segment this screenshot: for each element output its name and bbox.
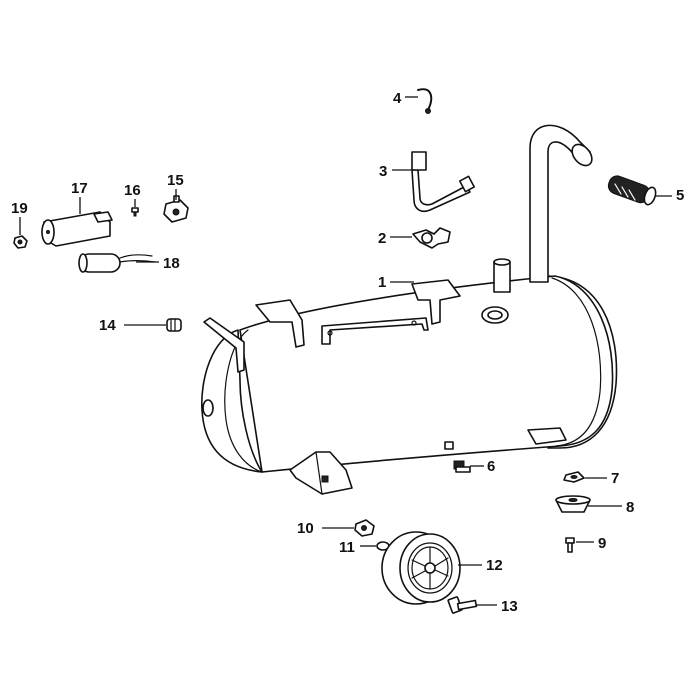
handle-grip [607,175,657,206]
wheel-nut [354,519,375,537]
svg-text:19: 19 [11,200,28,217]
callout-1: 1 [378,274,414,291]
svg-text:2: 2 [378,230,386,247]
callout-6: 6 [470,458,495,475]
unloader-tube [417,88,433,114]
handle-tube [529,124,593,283]
callout-11: 11 [339,539,376,556]
svg-text:13: 13 [501,598,518,615]
screw [131,207,139,217]
bolt [565,537,575,553]
start-capacitor [78,253,156,273]
plug [166,318,182,332]
svg-text:6: 6 [487,458,495,475]
callout-2: 2 [378,230,412,247]
tank-mounting-bracket [255,279,461,348]
nut [563,471,585,483]
svg-text:10: 10 [297,520,314,537]
callout-10: 10 [297,520,354,537]
wheel [381,531,461,605]
svg-text:1: 1 [378,274,386,291]
callout-3: 3 [379,163,414,180]
svg-text:9: 9 [598,535,606,552]
svg-text:18: 18 [163,255,180,272]
callout-4: 4 [393,90,418,107]
svg-text:12: 12 [486,557,503,574]
cable-nut [13,235,28,249]
tank-left-handle [203,317,245,373]
svg-text:4: 4 [393,90,402,107]
tank-top-fitting [493,258,511,293]
motor-capacitor [41,211,113,247]
svg-text:3: 3 [379,163,387,180]
svg-text:17: 17 [71,180,88,197]
svg-text:14: 14 [99,317,116,334]
callout-19: 19 [11,200,28,235]
drain-valve [453,460,471,473]
svg-text:7: 7 [611,470,619,487]
callout-14: 14 [99,317,166,334]
svg-text:5: 5 [676,187,684,204]
callout-15: 15 [167,172,184,200]
tank-foot-left [289,451,353,495]
callout-13: 13 [476,598,518,615]
callout-17: 17 [71,180,88,214]
rubber-foot [555,495,591,513]
check-valve [412,227,451,249]
svg-text:8: 8 [626,499,634,516]
discharge-tube [411,151,476,213]
callout-12: 12 [458,557,503,574]
tank-foot-right [527,427,567,445]
svg-text:11: 11 [339,539,355,556]
callout-7: 7 [585,470,619,487]
wheel-bolt [447,596,478,614]
svg-text:15: 15 [167,172,184,189]
callout-8: 8 [588,499,634,516]
callout-9: 9 [576,535,606,552]
callout-5: 5 [655,187,684,204]
callout-18: 18 [136,255,180,272]
callout-16: 16 [124,182,141,207]
svg-text:16: 16 [124,182,141,199]
